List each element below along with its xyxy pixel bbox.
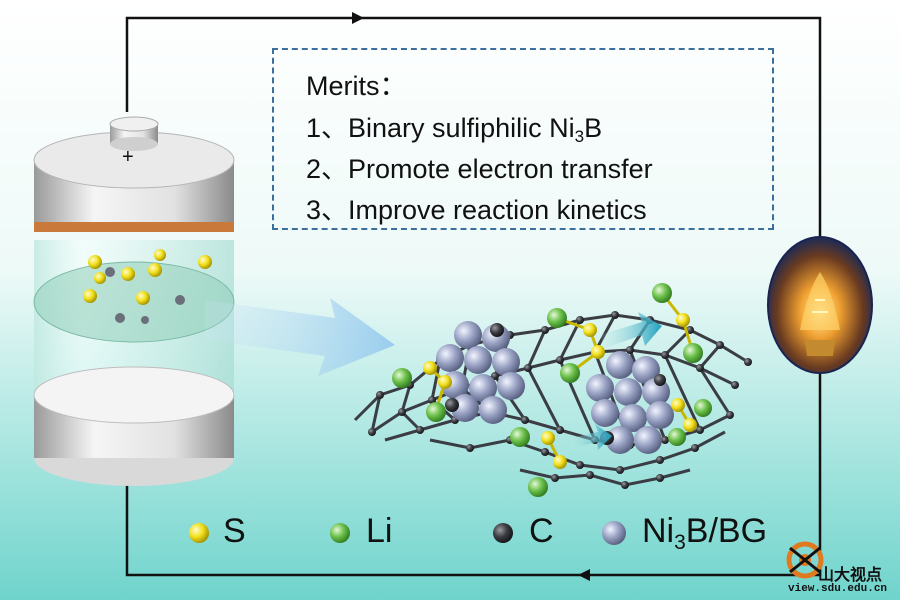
merit-text: 2、Promote electron transfer (306, 154, 653, 184)
circuit-wire (125, 16, 822, 577)
current-arrow-bottom-icon (578, 569, 590, 581)
small-arrow-icon (570, 424, 612, 450)
legend-label-li: Li (366, 512, 393, 550)
ni3b-cluster-left (436, 321, 525, 424)
li-s-molecules (392, 283, 712, 497)
watermark-name: 山大视点 (818, 567, 883, 584)
merit-item-1: 1、Binary sulfiphilic Ni3B (306, 106, 602, 147)
merit-item-3: 3、Improve reaction kinetics (306, 188, 647, 227)
merit-item-2: 2、Promote electron transfer (306, 147, 653, 186)
legend-text: Ni (642, 512, 675, 550)
legend-label-s: S (223, 512, 246, 550)
legend-label-c: C (529, 512, 554, 550)
carbon-atom-icon (493, 523, 513, 543)
battery-terminal-sign: + (122, 146, 134, 168)
merits-title: Merits： (306, 71, 407, 101)
legend-atom-icons (189, 521, 626, 545)
legend-suffix: B/BG (685, 512, 768, 550)
merit-suffix: B (584, 113, 603, 143)
light-bulb-icon (767, 236, 873, 374)
merit-text: 1、Binary sulfiphilic Ni (306, 113, 575, 143)
merits-box: Merits： 1、Binary sulfiphilic Ni3B 2、Prom… (272, 48, 774, 230)
merit-subscript: 3 (574, 127, 585, 146)
current-arrow-top-icon (352, 12, 364, 24)
small-arrow-icon (600, 312, 662, 348)
legend-subscript: 3 (674, 531, 686, 554)
battery-illustration (33, 116, 235, 486)
sdu-logo-icon (786, 541, 824, 579)
legend-label-ni3b-bg: Ni3B/BG (642, 512, 767, 555)
ni3b-bg-atom-icon (602, 521, 626, 545)
transfer-arrow-icon (205, 298, 395, 376)
watermark-url: view.sdu.edu.cn (788, 583, 888, 595)
merit-text: 3、Improve reaction kinetics (306, 195, 647, 225)
sulfur-atom-icon (189, 523, 209, 543)
ni3b-cluster-right (586, 351, 674, 454)
lithium-atom-icon (330, 523, 350, 543)
